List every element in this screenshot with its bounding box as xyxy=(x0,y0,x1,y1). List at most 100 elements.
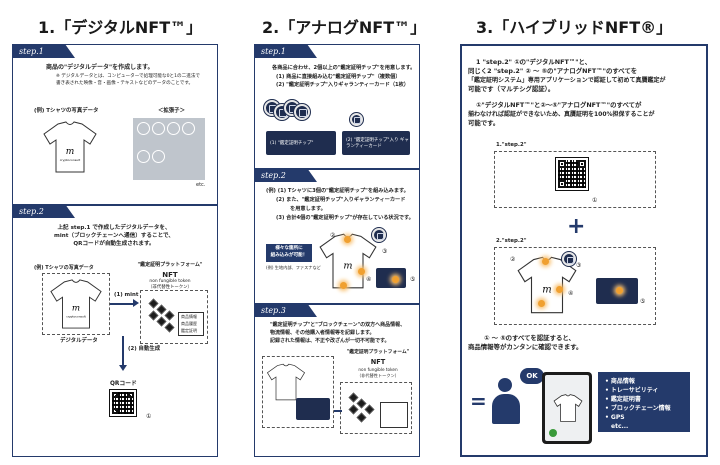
info-item: • 鑑定証明書 xyxy=(605,395,683,404)
auto-gen-label: (2) 自動生成 xyxy=(128,346,160,354)
link-line xyxy=(334,410,342,412)
info-list: • 商品情報 • トレーサビリティ • 鑑定証明書 • ブロックチェーン情報 •… xyxy=(598,372,690,432)
brand-text: cryptoconsult xyxy=(66,314,86,318)
result-text: 商品情報等がカンタンに確認できます。 xyxy=(468,343,582,353)
guarantee-caption: (2) "鑑定証明チップ"入り ギャランティーカード xyxy=(346,137,410,149)
plus-sign: + xyxy=(567,214,585,239)
step-text: mint（ブロックチェーンへ通信）することで、 xyxy=(34,232,194,240)
info-item: • トレーサビリティ xyxy=(605,386,683,395)
qr-code xyxy=(110,390,136,416)
embed-badge: 様々な箇所に 組み込みが可能！ xyxy=(266,244,312,262)
chip-caption-card: (1) "鑑定証明チップ" xyxy=(266,131,336,155)
ok-bubble: OK xyxy=(520,368,544,384)
step-text: (1) 商品に直接組み込む"鑑定証明チップ"（複数個） xyxy=(276,74,401,82)
step-text: (2) また、"鑑定証明チップ"入りギャランティーカード xyxy=(276,197,405,205)
explain-text: 揃わなければ認証ができないため、真贋証明を100%担保することが xyxy=(468,110,655,119)
qr-label: QRコード xyxy=(110,380,137,388)
chip-glow xyxy=(616,287,623,294)
explain-text: 可能です（マルチシグ認証）。 xyxy=(468,85,554,95)
column-title-digital: 1.「デジタルNFT™」 xyxy=(38,14,202,38)
badge-line: 様々な箇所に xyxy=(266,246,312,253)
chip-glow xyxy=(542,258,549,265)
auto-arrow-head xyxy=(119,365,127,371)
guarantee-card: (2) "鑑定証明チップ"入り ギャランティーカード xyxy=(342,131,410,155)
info-line: 商品履歴 xyxy=(181,321,197,327)
info-item: • GPS xyxy=(605,413,683,422)
info-item: • ブロックチェーン情報 xyxy=(605,404,683,413)
chip-icon xyxy=(294,104,310,120)
platform-label: "鑑定証明プラットフォーム" xyxy=(130,262,210,269)
column-title-hybrid: 3.「ハイブリッドNFT®」 xyxy=(476,14,672,38)
step-note: ※ デジタルデータとは、コンピューターで処理可能な0と1の二進法で xyxy=(56,74,200,81)
person-body-icon xyxy=(492,394,520,424)
chart-file-icon xyxy=(167,122,180,135)
box-label: 2."step.2" xyxy=(496,238,527,246)
badge-line: 組み込みが可能！ xyxy=(266,253,312,260)
svg-text:m: m xyxy=(66,147,75,157)
person-head-icon xyxy=(498,378,512,392)
chip-glow xyxy=(340,282,347,289)
image-file-icon xyxy=(137,122,150,135)
auto-arrow-line xyxy=(122,336,124,366)
photo-label: (例) Tシャツの写真データ xyxy=(34,108,98,116)
step-tag: step.2 xyxy=(13,205,75,218)
info-box: 商品情報 商品履歴 鑑定証明 xyxy=(178,312,204,336)
qr-code xyxy=(556,158,588,190)
info-line: 鑑定証明 xyxy=(181,328,197,334)
step-tag: step.1 xyxy=(13,45,75,58)
step-text: (例) (1) Tシャツに3個の"鑑定証明チップ"を組み込みます。 xyxy=(266,188,409,196)
number-label: ③ xyxy=(576,262,581,269)
step-text: 物流情報、その他購入者情報等を記録します。 xyxy=(270,330,375,337)
chip-glow xyxy=(392,276,399,283)
number-label: ② xyxy=(330,232,335,239)
tshirt-photo: m cryptoconsult xyxy=(48,278,104,330)
step-text: (3) 合計4個の"鑑定証明チップ"が存在している状況です。 xyxy=(276,215,414,223)
brand-text: cryptoconsult xyxy=(60,158,81,162)
guarantee-card xyxy=(296,398,330,420)
music-file-icon xyxy=(137,150,150,163)
step-tag: step.1 xyxy=(255,45,317,58)
tshirt-photo: m cryptoconsult xyxy=(42,120,98,174)
chip-icon xyxy=(372,228,386,242)
step-text: 商品の"デジタルデータ"を作成します。 xyxy=(46,64,154,73)
tshirt-small xyxy=(266,362,306,402)
equals-sign: = xyxy=(470,387,487,416)
step-note: 書き表された映像・音・画像・テキストなどのデータのことです。 xyxy=(56,81,193,88)
nft-sub: （非代替性トークン） xyxy=(340,373,416,379)
svg-text:m: m xyxy=(72,304,80,314)
platform-label: "鑑定証明プラットフォーム" xyxy=(340,350,416,357)
step-text: を用意します。 xyxy=(290,206,326,214)
step-text: 記録された情報は、不正や改ざんが一切不可能です。 xyxy=(270,338,390,345)
digital-data-label: デジタルデータ xyxy=(60,338,98,346)
status-dot-icon xyxy=(549,429,557,437)
number-label: ④ xyxy=(568,290,573,297)
number-label: ③ xyxy=(382,248,387,255)
box-label: 1."step.2" xyxy=(496,142,527,150)
smartphone-icon xyxy=(542,372,592,444)
guarantee-card xyxy=(376,268,406,288)
number-label: ① xyxy=(592,197,597,206)
explain-text: 可能です。 xyxy=(468,119,499,129)
svg-text:m: m xyxy=(343,261,352,272)
number-label: ④ xyxy=(366,276,371,283)
step-text: "鑑定証明チップ"と"ブロックチェーン"の双方へ商品情報、 xyxy=(270,322,405,329)
chip-glow xyxy=(358,268,365,275)
info-box xyxy=(380,402,408,428)
number-label: ① xyxy=(146,413,151,422)
step-text: (2) "鑑定証明チップ"入りギャランティーカード（1枚） xyxy=(276,82,409,90)
text-file-icon xyxy=(152,122,165,135)
chip-icon xyxy=(562,252,576,266)
explain-text: 「鑑定証明システム」専用アプリケーションで認証して初めて真贋鑑定が xyxy=(468,76,666,85)
column-title-analog: 2.「アナログNFT™」 xyxy=(262,14,426,38)
step-text: QRコードが自動生成されます。 xyxy=(34,240,194,248)
file-extension-icons xyxy=(133,118,205,180)
3d-file-icon xyxy=(152,150,165,163)
step-text: 各商品に合わせ、2個以上の"鑑定証明チップ"を用意します。 xyxy=(272,65,415,73)
mint-label: (1) mint xyxy=(114,292,138,300)
step-tag: step.2 xyxy=(255,169,317,182)
etc-label: etc. xyxy=(196,182,205,189)
chip-glow xyxy=(556,286,563,293)
chip-glow xyxy=(344,236,351,243)
phone-screen xyxy=(545,375,589,441)
number-label: ② xyxy=(510,256,515,263)
